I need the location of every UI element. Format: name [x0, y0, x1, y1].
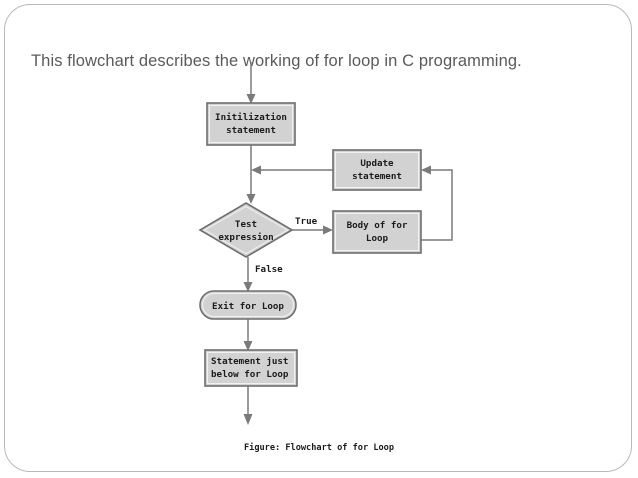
- node-init[interactable]: Initilization statement: [206, 102, 296, 146]
- node-update-line-1: Update: [360, 158, 394, 169]
- figure-caption: Figure: Flowchart of for Loop: [244, 442, 394, 453]
- page-title: This flowchart describes the working of …: [31, 52, 522, 70]
- node-after-line-2: below for Loop: [211, 369, 289, 380]
- node-init-line-2: statement: [226, 125, 276, 136]
- node-test-expression[interactable]: Test expression: [198, 202, 294, 258]
- node-test-line-1: Test: [235, 219, 257, 230]
- node-init-line-1: Initilization: [215, 112, 287, 123]
- edge-exit-to-after: [243, 319, 253, 351]
- edge-label-true: True: [295, 216, 318, 227]
- node-test-line-2: expression: [218, 232, 273, 243]
- edge-body-to-update: [421, 165, 453, 241]
- node-body-line-2: Loop: [366, 233, 389, 244]
- edge-update-to-trunk: [251, 165, 333, 175]
- edge-label-false: False: [255, 264, 283, 275]
- node-statement-after-loop[interactable]: Statement just below for Loop: [204, 349, 298, 387]
- node-exit-line-1: Exit for Loop: [212, 301, 284, 312]
- edge-test-to-body: True: [292, 216, 333, 235]
- node-after-line-1: Statement just: [211, 356, 288, 367]
- node-update[interactable]: Update statement: [332, 149, 422, 191]
- node-body-line-1: Body of for: [347, 220, 408, 231]
- edge-test-to-exit: False: [243, 257, 283, 292]
- edge-entry-to-init: [246, 62, 256, 104]
- node-body-of-for-loop[interactable]: Body of for Loop: [332, 210, 422, 254]
- edge-after-to-end: [243, 386, 253, 425]
- node-exit-for-loop[interactable]: Exit for Loop: [199, 290, 297, 320]
- edge-init-to-test: [246, 145, 256, 204]
- node-update-line-2: statement: [352, 171, 402, 182]
